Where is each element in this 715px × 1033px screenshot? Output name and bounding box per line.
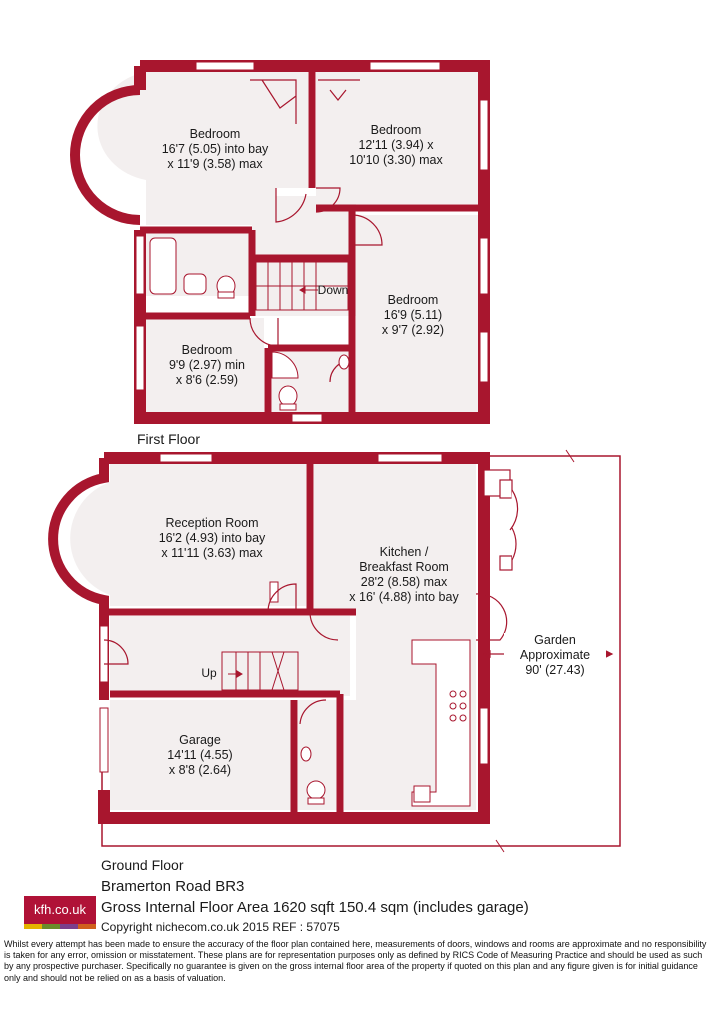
gf-reception-fill <box>70 464 306 606</box>
garden-label: Garden Approximate 90' (27.43) <box>504 633 606 678</box>
first-floor-plan <box>70 60 490 424</box>
room-name: Kitchen / <box>379 545 429 559</box>
ground-floor-plan <box>48 449 621 853</box>
ff-bedroom-4-label: Bedroom 9'9 (2.97) min x 8'6 (2.59) <box>150 343 264 388</box>
logo-text: kfh.co.uk <box>24 896 96 924</box>
room-dimension: 10'10 (3.30) max <box>349 153 443 167</box>
first-floor-title: First Floor <box>137 431 200 447</box>
gf-kitchen-label: Kitchen / Breakfast Room 28'2 (8.58) max… <box>332 545 476 605</box>
room-name: Bedroom <box>387 293 439 307</box>
logo-color-strip <box>24 924 96 929</box>
kitchen-sink-icon <box>413 785 431 803</box>
gf-garage-label: Garage 14'11 (4.55) x 8'8 (2.64) <box>140 733 260 778</box>
room-name: Breakfast Room <box>359 560 449 574</box>
room-name: Garden <box>534 633 576 647</box>
ff-bedroom-1-label: Bedroom 16'7 (5.05) into bay x 11'9 (3.5… <box>150 127 280 172</box>
ff-bedroom-4-fill <box>146 318 264 412</box>
room-name: Bedroom <box>181 343 233 357</box>
bath-icon <box>149 237 177 295</box>
room-dimension: x 8'8 (2.64) <box>168 763 232 777</box>
room-name: Bedroom <box>370 123 422 137</box>
stairs-up-label: Up <box>201 666 217 680</box>
room-dimension: 14'11 (4.55) <box>167 748 233 762</box>
room-dimension: Approximate <box>519 648 591 662</box>
shower-icon <box>271 351 299 379</box>
room-dimension: 9'9 (2.97) min <box>168 358 246 372</box>
kfh-logo: kfh.co.uk <box>24 896 96 930</box>
room-dimension: x 16' (4.88) into bay <box>349 590 459 604</box>
property-address: Bramerton Road BR3 <box>101 878 245 895</box>
copyright-ref: Copyright nichecom.co.uk 2015 REF : 5707… <box>101 920 340 934</box>
room-dimension: x 11'9 (3.58) max <box>167 157 263 171</box>
room-name: Reception Room <box>165 516 259 530</box>
ff-bedroom-1-fill <box>97 72 308 225</box>
room-name: Garage <box>179 733 221 747</box>
room-dimension: 16'7 (5.05) into bay <box>161 142 269 156</box>
gf-reception-label: Reception Room 16'2 (4.93) into bay x 11… <box>146 516 278 561</box>
room-name: Bedroom <box>189 127 241 141</box>
room-dimension: 28'2 (8.58) max <box>360 575 448 589</box>
gf-hall-fill <box>110 616 350 696</box>
sink-icon <box>183 273 207 295</box>
disclaimer-text: Whilst every attempt has been made to en… <box>4 939 707 983</box>
room-dimension: 90' (27.43) <box>525 663 585 677</box>
floor-area-summary: Gross Internal Floor Area 1620 sqft 150.… <box>101 899 529 916</box>
ground-floor-title: Ground Floor <box>101 857 184 873</box>
stairs-down-label: Down <box>317 283 349 297</box>
room-dimension: x 8'6 (2.59) <box>175 373 239 387</box>
room-dimension: x 11'11 (3.63) max <box>161 546 263 560</box>
ff-bedroom-3-label: Bedroom 16'9 (5.11) x 9'7 (2.92) <box>362 293 464 338</box>
room-dimension: 16'2 (4.93) into bay <box>158 531 266 545</box>
ff-bedroom-3-fill <box>356 215 478 412</box>
room-dimension: 16'9 (5.11) <box>383 308 443 322</box>
ff-bedroom-2-label: Bedroom 12'11 (3.94) x 10'10 (3.30) max <box>330 123 462 168</box>
gf-garage-fill <box>110 700 292 810</box>
room-dimension: 12'11 (3.94) x <box>358 138 434 152</box>
kitchen-worktop <box>411 639 471 807</box>
room-dimension: x 9'7 (2.92) <box>381 323 445 337</box>
